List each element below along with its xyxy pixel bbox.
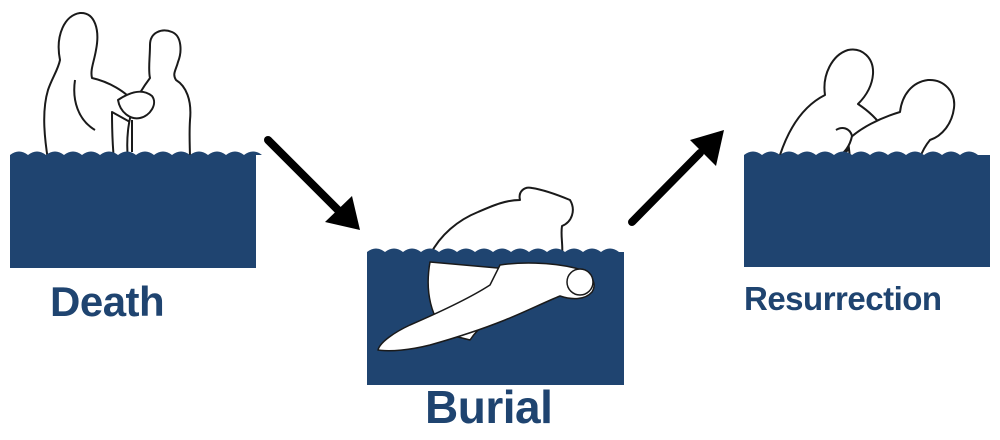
step-label-death: Death <box>50 278 164 326</box>
arrow-down-right-icon <box>268 140 360 230</box>
arrow-up-right-icon <box>632 130 724 222</box>
burial-panel <box>367 188 624 385</box>
resurrection-panel <box>744 50 990 267</box>
step-label-burial: Burial <box>425 380 552 434</box>
water-block <box>744 152 990 268</box>
standing-figures-illustration <box>44 13 190 160</box>
step-label-resurrection: Resurrection <box>744 280 942 318</box>
water-block <box>10 152 262 269</box>
rising-figures-illustration <box>780 50 954 158</box>
death-panel <box>10 13 262 268</box>
